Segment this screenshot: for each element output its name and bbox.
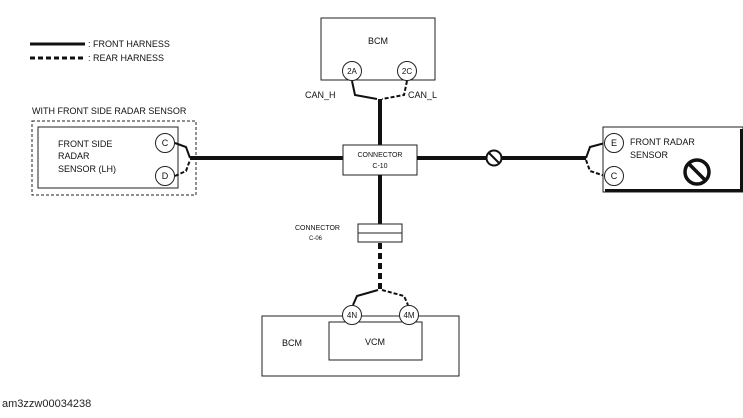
vcm-pin-4m xyxy=(399,305,419,325)
can-l-wire-top xyxy=(381,80,408,100)
front-side-radar-group-label: WITH FRONT SIDE RADAR SENSOR xyxy=(32,106,187,116)
front-side-radar-pin-c xyxy=(155,133,175,153)
front-radar-pin-e xyxy=(604,133,624,153)
front-radar-sensor-shadow-right xyxy=(740,129,743,192)
prohibited-icon xyxy=(485,149,503,167)
connector-c10-box xyxy=(342,144,418,176)
can-l-label: CAN_L xyxy=(408,90,437,100)
front-side-radar-line2: RADAR xyxy=(58,151,90,161)
connector-c06-line2: C-06 xyxy=(309,236,323,242)
connector-c06-line1: CONNECTOR xyxy=(295,225,340,232)
front-side-radar-box xyxy=(37,126,179,189)
front-radar-sensor-line1: FRONT RADAR xyxy=(630,137,695,147)
vcm-pin-4m-label: 4M xyxy=(403,311,414,320)
bcm-top: BCM 2A 2C CAN_H CAN_L xyxy=(305,17,437,100)
vcm-pin-4n xyxy=(342,305,362,325)
legend: : FRONT HARNESS : REAR HARNESS xyxy=(30,39,170,63)
vcm-wire-4m xyxy=(381,289,409,306)
bcm-top-box xyxy=(320,17,436,81)
front-radar-sensor-shadow-bottom xyxy=(605,189,743,192)
front-radar-wire-c xyxy=(585,159,606,177)
bcm-top-wiring xyxy=(351,80,408,145)
front-radar-prohibited-icon xyxy=(683,158,711,186)
connector-c10-line1: CONNECTOR xyxy=(358,152,403,159)
front-radar-sensor-box xyxy=(602,126,743,193)
front-side-radar-wiring xyxy=(174,142,343,177)
front-radar-wiring xyxy=(417,142,606,177)
front-side-radar-pin-c-label: C xyxy=(162,138,169,148)
connector-c06-bottom-half xyxy=(357,232,403,243)
can-h-label: CAN_H xyxy=(305,90,336,100)
down-wiring xyxy=(352,175,409,306)
bcm-top-title: BCM xyxy=(368,36,388,46)
front-radar-sensor: FRONT RADAR SENSOR E C xyxy=(602,126,743,193)
connector-c10-line2: C-10 xyxy=(372,163,387,170)
vcm-box xyxy=(328,321,423,361)
front-radar-pin-c-label: C xyxy=(611,171,618,181)
can-h-wire-top xyxy=(351,80,378,100)
vcm-wire-4n xyxy=(352,289,379,306)
connector-c06: CONNECTOR C-06 xyxy=(295,223,403,243)
front-side-radar-line1: FRONT SIDE xyxy=(58,139,112,149)
front-side-radar-pin-d-label: D xyxy=(162,171,169,181)
front-radar-wire-e xyxy=(585,142,606,159)
front-side-radar-group: WITH FRONT SIDE RADAR SENSOR FRONT SIDE … xyxy=(31,106,197,196)
bcm-bottom-title: BCM xyxy=(282,338,302,348)
front-radar-pin-c xyxy=(604,166,624,186)
connector-c10: CONNECTOR C-10 xyxy=(342,144,418,176)
front-side-radar-wire-d xyxy=(174,159,191,177)
figure-id-caption: am3zzw00034238 xyxy=(2,398,92,410)
front-radar-pin-e-label: E xyxy=(611,138,617,148)
vcm-pin-4n-label: 4N xyxy=(347,311,357,320)
bcm-pin-2c xyxy=(397,61,417,81)
rear-harness-legend-label: : REAR HARNESS xyxy=(88,53,164,63)
front-side-radar-line3: SENSOR (LH) xyxy=(58,164,116,174)
front-radar-sensor-line2: SENSOR xyxy=(630,150,669,160)
front-side-radar-pin-d xyxy=(155,166,175,186)
bcm-bottom: BCM VCM 4N 4M xyxy=(261,305,460,377)
bcm-pin-2a xyxy=(342,61,362,81)
vcm-title: VCM xyxy=(365,337,385,347)
front-side-radar-wire-c xyxy=(174,142,191,159)
front-harness-legend-label: : FRONT HARNESS xyxy=(88,39,170,49)
connector-c06-top-half xyxy=(357,223,403,234)
bcm-pin-2c-label: 2C xyxy=(402,67,412,76)
bcm-pin-2a-label: 2A xyxy=(347,67,357,76)
